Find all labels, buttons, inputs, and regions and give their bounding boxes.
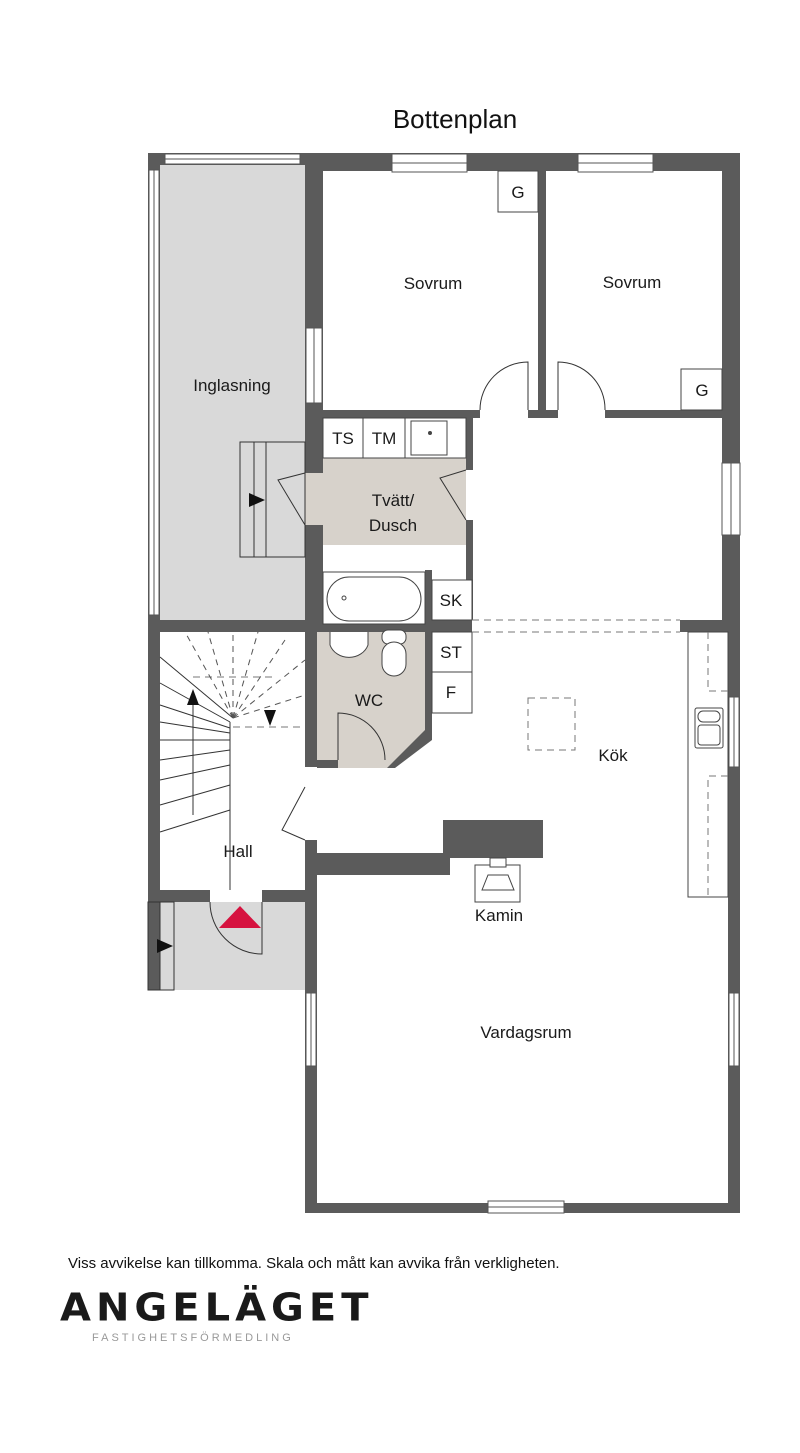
room-label-wc: WC (355, 691, 383, 710)
room-label-inglasning: Inglasning (193, 376, 271, 395)
fixture-label-g: G (695, 381, 708, 400)
room-label-kok: Kök (598, 746, 628, 765)
bath-drain (341, 595, 347, 601)
logo-tagline: FASTIGHETSFÖRMEDLING (92, 1332, 294, 1344)
dashed-outlines (193, 619, 728, 897)
fixtures (322, 170, 729, 903)
fixture-label-sk: SK (440, 591, 463, 610)
tvatt-area (305, 458, 466, 545)
sink-drain (428, 431, 432, 435)
room-label-hall: Hall (223, 842, 252, 861)
arrow-icon (249, 493, 265, 507)
doors (209, 361, 606, 955)
entrance-marker-icon (219, 906, 261, 928)
plan-title: Bottenplan (392, 104, 518, 134)
room-label-dusch: Dusch (369, 516, 417, 535)
stair-dashed (184, 631, 306, 719)
fixture-label-f: F (446, 683, 456, 702)
logo: ANGELÄGET (60, 1286, 374, 1330)
inglasning-area (160, 165, 305, 620)
room-label-kamin: Kamin (475, 906, 523, 925)
stair-arrows (157, 493, 276, 953)
room-label-sovrum-1: Sovrum (404, 274, 463, 293)
fixture-label-tm: TM (372, 429, 397, 448)
room-label-vardagsrum: Vardagsrum (480, 1023, 571, 1042)
room-label-sovrum-2: Sovrum (603, 273, 662, 292)
arrow-icon (187, 689, 199, 705)
fixture-label-ts: TS (332, 429, 354, 448)
arrow-icon (264, 710, 276, 726)
disclaimer: Viss avvikelse kan tillkomma. Skala och … (68, 1255, 560, 1272)
fixture-label-g: G (511, 183, 524, 202)
arrow-icon (157, 939, 173, 953)
fixture-label-st: ST (440, 643, 462, 662)
room-label-tvatt: Tvätt/ (372, 491, 415, 510)
windows (148, 153, 741, 1214)
